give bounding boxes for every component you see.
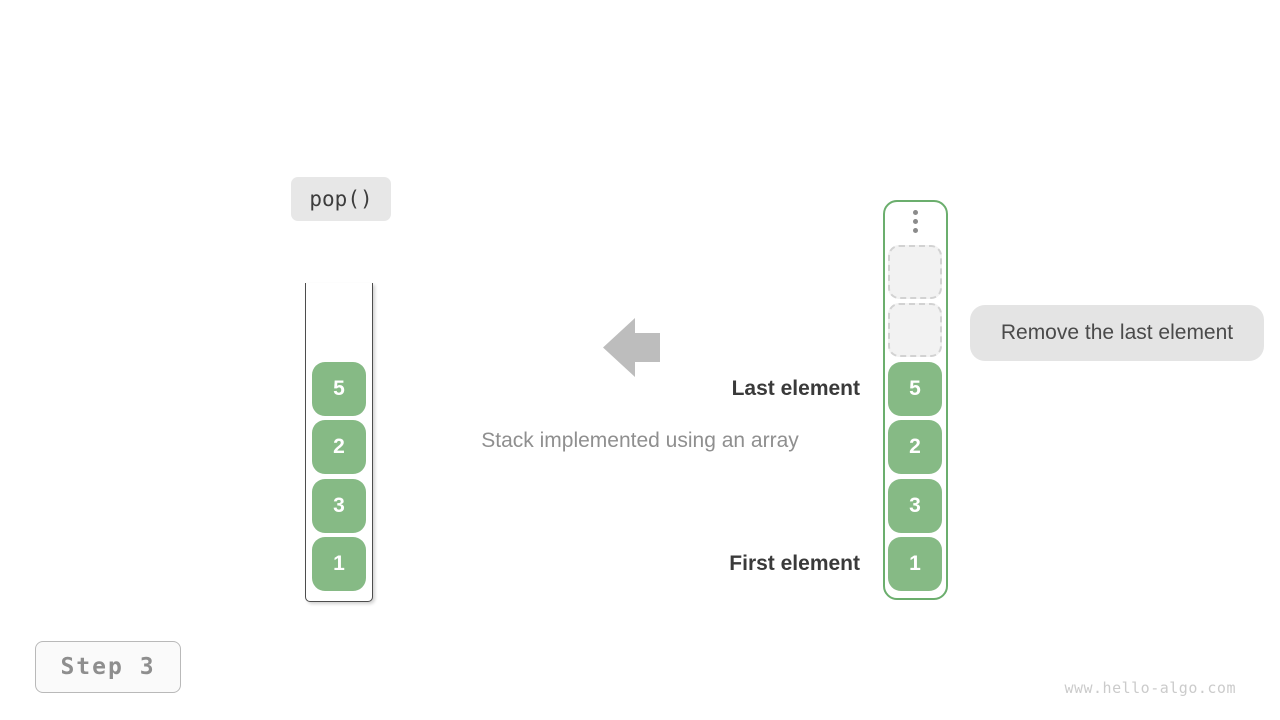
stack-cell: 2 — [312, 420, 366, 474]
array-cell: 5 — [888, 362, 942, 416]
array-empty-slot — [888, 303, 942, 357]
array-cell: 3 — [888, 479, 942, 533]
watermark: www.hello-algo.com — [1064, 679, 1236, 697]
diagram-caption: Stack implemented using an array — [481, 429, 799, 452]
stack-cell: 1 — [312, 537, 366, 591]
step-badge: Step 3 — [35, 641, 181, 693]
array-cell: 2 — [888, 420, 942, 474]
remove-note: Remove the last element — [970, 305, 1264, 361]
operation-badge: pop() — [291, 177, 391, 221]
stack-cell: 5 — [312, 362, 366, 416]
stack-cell: 3 — [312, 479, 366, 533]
array-empty-slot — [888, 245, 942, 299]
vertical-ellipsis-icon — [910, 210, 921, 233]
first-element-label: First element — [729, 552, 860, 575]
array-cell: 1 — [888, 537, 942, 591]
last-element-label: Last element — [731, 377, 860, 400]
left-arrow-icon — [603, 318, 660, 377]
